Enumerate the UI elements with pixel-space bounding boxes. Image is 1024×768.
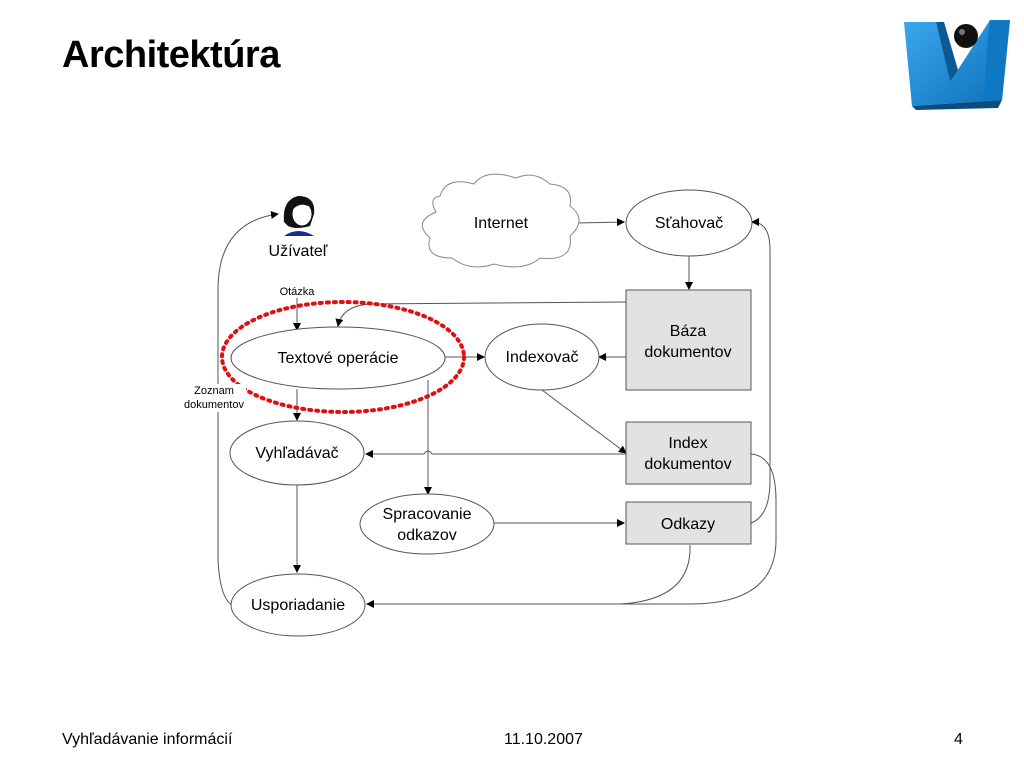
- user-icon: [283, 196, 315, 236]
- links-label: Odkazy: [661, 516, 715, 533]
- footer-date: 11.10.2007: [504, 731, 583, 748]
- arrow-index-ranking: [366, 453, 777, 608]
- arrow-ranking-user: [217, 210, 279, 606]
- user-label: Užívateľ: [269, 243, 328, 260]
- document-index-box: Index dokumentov: [625, 421, 752, 485]
- internet-cloud: Internet: [421, 173, 580, 268]
- link-processing-node: Spracovanie odkazov: [359, 493, 495, 555]
- crawler-label: Sťahovač: [655, 215, 723, 232]
- arrow-links-crawler: [750, 218, 771, 524]
- footer-page-number: 4: [954, 731, 963, 748]
- ranking-label: Usporiadanie: [251, 597, 345, 614]
- ranking-node: Usporiadanie: [230, 573, 366, 637]
- internet-label: Internet: [474, 215, 529, 232]
- link-processing-label-1: Spracovanie: [383, 506, 472, 523]
- document-base-box: Báza dokumentov: [625, 289, 752, 391]
- indexer-node: Indexovač: [484, 323, 600, 391]
- query-label: Otázka: [280, 286, 316, 298]
- university-logo-icon: [898, 16, 1014, 110]
- document-index-label-1: Index: [668, 435, 707, 452]
- slide-title: Architektúra: [62, 34, 280, 76]
- indexer-label: Indexovač: [506, 349, 579, 366]
- searcher-label: Vyhľadávač: [255, 445, 338, 462]
- searcher-node: Vyhľadávač: [229, 420, 365, 486]
- arrow-indexer-index: [541, 389, 627, 454]
- arrow-internet-crawler: [576, 218, 625, 227]
- line-links-ranking: [619, 544, 691, 605]
- document-index-label-2: dokumentov: [644, 456, 731, 473]
- document-list-label-1: Zoznam: [194, 385, 234, 397]
- arrow-index-searcher: [365, 450, 626, 458]
- highlight-ellipse: [220, 300, 466, 414]
- text-operations-node: Textové operácie: [230, 326, 446, 390]
- link-processing-label-2: odkazov: [397, 527, 457, 544]
- footer-course-title: Vyhľadávanie informácií: [62, 731, 233, 748]
- document-list-label-2: dokumentov: [184, 399, 244, 411]
- links-box: Odkazy: [625, 501, 752, 545]
- text-operations-label: Textové operácie: [278, 350, 399, 367]
- crawler-node: Sťahovač: [625, 189, 753, 257]
- document-base-label-2: dokumentov: [644, 344, 731, 361]
- document-base-label-1: Báza: [670, 323, 707, 340]
